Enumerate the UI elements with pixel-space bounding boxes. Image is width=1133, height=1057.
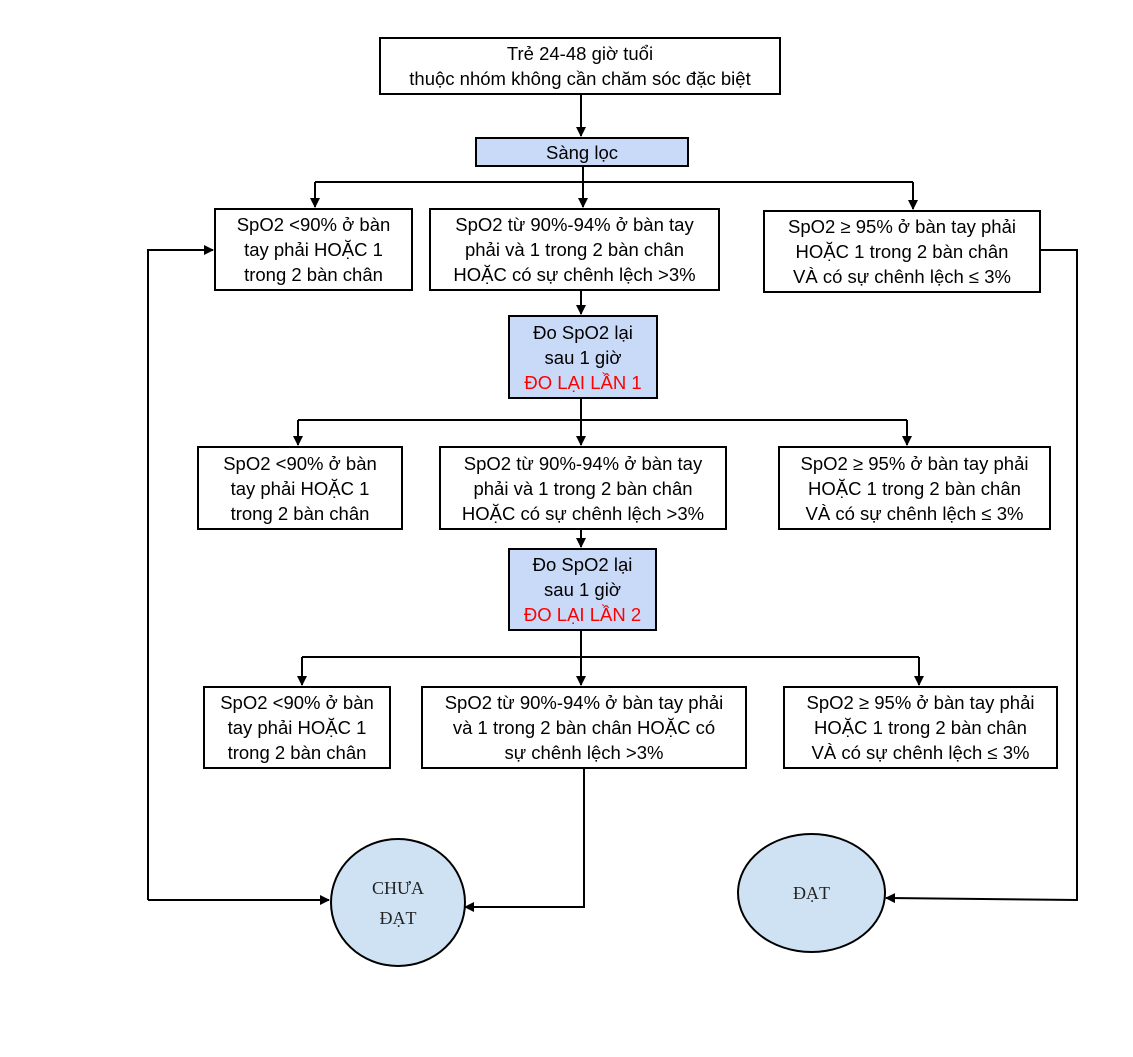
row1-low-box: SpO2 <90% ở bàn tay phải HOẶC 1 trong 2 bà… [214, 208, 413, 291]
box-line: phải và 1 trong 2 bàn chân [473, 477, 693, 499]
box-line: HOẶC có sự chênh lệch >3% [461, 502, 705, 524]
box-line: VÀ có sự chênh lệch ≤ 3% [805, 502, 1024, 524]
screening-box: Sàng lọc [475, 137, 689, 167]
remeasure-1-box: Đo SpO2 lại sau 1 giờ ĐO LẠI LẦN 1 [508, 315, 658, 399]
box-line: sự chênh lệch >3% [504, 742, 664, 763]
start-line: thuộc nhóm không cần chăm sóc đặc biệt [409, 68, 751, 89]
box-line: tay phải HOẶC 1 [227, 717, 367, 738]
box-line: SpO2 ≥ 95% ở bàn tay phải [788, 216, 1016, 237]
start-box: Trẻ 24-48 giờ tuổi thuộc nhóm không cần … [379, 37, 781, 95]
box-line: HOẶC 1 trong 2 bàn chân [795, 241, 1009, 262]
screening-label: Sàng lọc [546, 141, 618, 163]
box-line: VÀ có sự chênh lệch ≤ 3% [811, 742, 1030, 763]
box-line: VÀ có sự chênh lệch ≤ 3% [793, 266, 1011, 287]
remeasure-2-box: Đo SpO2 lại sau 1 giờ ĐO LẠI LẦN 2 [508, 548, 657, 631]
box-line: SpO2 từ 90%-94% ở bàn tay phải [444, 692, 724, 713]
start-line: Trẻ 24-48 giờ tuổi [506, 43, 654, 64]
row3-mid-box: SpO2 từ 90%-94% ở bàn tay phải và 1 trong… [421, 686, 747, 769]
outcome-label: ĐẠT [793, 883, 830, 903]
box-line: trong 2 bàn chân [227, 742, 367, 763]
remeasure-label: ĐO LẠI LẦN 1 [524, 371, 642, 393]
row2-low-box: SpO2 <90% ở bàn tay phải HOẶC 1 trong 2 bà… [197, 446, 403, 530]
box-line: HOẶC 1 trong 2 bàn chân [808, 477, 1021, 499]
box-line: tay phải HOẶC 1 [244, 239, 383, 260]
box-line: phải và 1 trong 2 bàn chân [464, 239, 685, 260]
box-line: tay phải HOẶC 1 [230, 477, 370, 499]
outcome-line: CHƯA [372, 877, 424, 898]
box-line: và 1 trong 2 bàn chân HOẶC có [452, 717, 716, 738]
box-line: sau 1 giờ [544, 579, 621, 600]
box-line: SpO2 ≥ 95% ở bàn tay phải [800, 452, 1029, 474]
row2-mid-box: SpO2 từ 90%-94% ở bàn tay phải và 1 trong… [439, 446, 727, 530]
remeasure-label: ĐO LẠI LẦN 2 [523, 604, 642, 625]
box-line: SpO2 ≥ 95% ở bàn tay phải [806, 692, 1035, 713]
outcome-line: ĐẠT [379, 907, 417, 928]
box-line: Đo SpO2 lại [532, 554, 633, 575]
box-line: SpO2 từ 90%-94% ở bàn tay [455, 214, 694, 235]
row1-mid-box: SpO2 từ 90%-94% ở bàn tay phải và 1 trong… [429, 208, 720, 291]
outcome-fail-ellipse: CHƯA ĐẠT [330, 838, 466, 967]
box-line: HOẶC 1 trong 2 bàn chân [814, 717, 1027, 738]
box-line: SpO2 <90% ở bàn [220, 692, 374, 713]
box-line: SpO2 <90% ở bàn [236, 214, 391, 235]
box-line: SpO2 từ 90%-94% ở bàn tay [463, 452, 703, 474]
box-line: Đo SpO2 lại [533, 321, 633, 343]
box-line: sau 1 giờ [544, 346, 622, 368]
box-line: HOẶC có sự chênh lệch >3% [453, 264, 696, 285]
box-line: trong 2 bàn chân [244, 264, 383, 285]
outcome-pass-ellipse: ĐẠT [737, 833, 886, 953]
box-line: SpO2 <90% ở bàn [223, 452, 377, 474]
box-line: trong 2 bàn chân [230, 502, 370, 524]
row3-low-box: SpO2 <90% ở bàn tay phải HOẶC 1 trong 2 bà… [203, 686, 391, 769]
